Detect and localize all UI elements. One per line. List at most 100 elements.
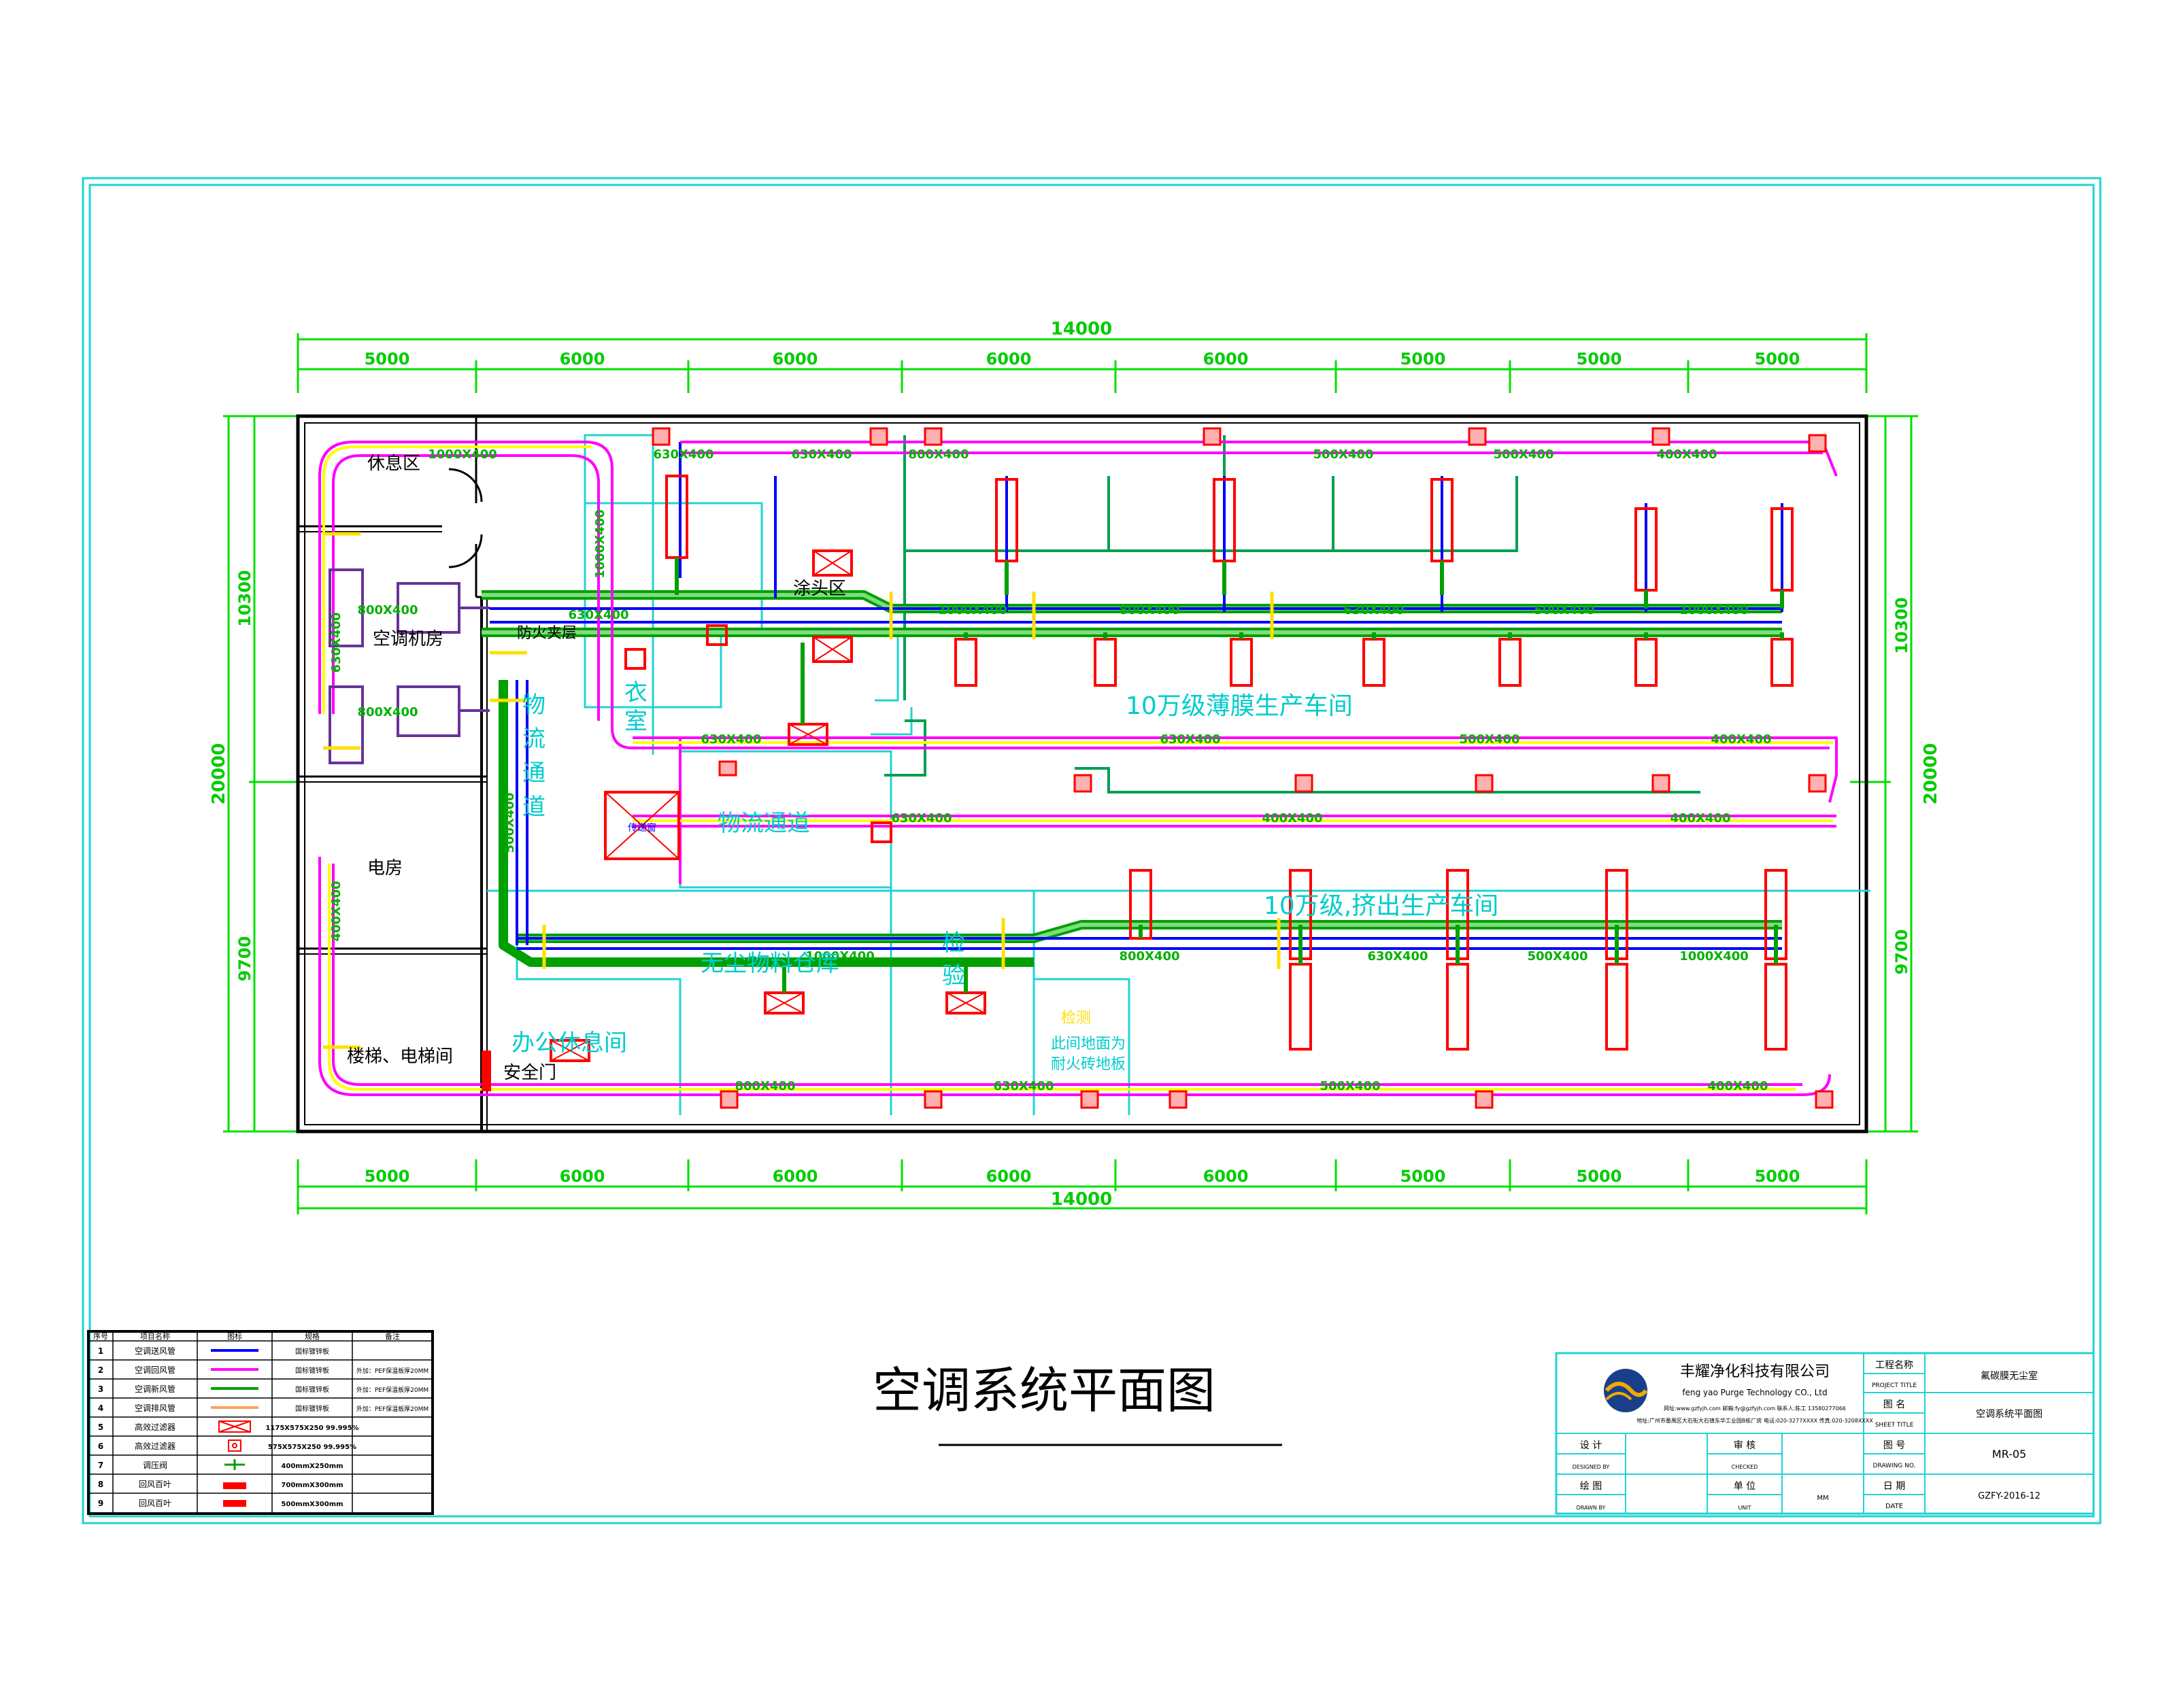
legend-no: 5 [98,1422,103,1432]
legend-no: 1 [98,1346,103,1356]
legend-spec: 国标镀锌板 [295,1404,329,1413]
drawing-title: 空调系统平面图 [873,1362,1215,1419]
review-label-en: CHECKED [1732,1464,1758,1470]
legend-no: 6 [98,1442,103,1451]
legend-spec: 700mmX300mm [281,1482,343,1489]
room-inspection-2: 验 [942,962,965,989]
company-address: 地址:广州市番禺区大石街大石镇东华工业园B栋厂房 电话:020-3277XXXX… [1636,1417,1873,1424]
legend-header-icon: 图标 [227,1331,242,1341]
duct-label: 500X400 [1313,447,1373,462]
legend-spec: 575X575X250 99.995% [268,1444,356,1451]
duct-size-labels: 1000X400 630X400 630X400 800X400 500X400… [428,447,1771,1093]
duct-label: 630X400 [329,612,343,672]
dim-bottom-3: 6000 [773,1167,818,1186]
duct-label: 800X400 [357,603,418,617]
legend-note: 外加：PEF保温板厚20MM [356,1367,429,1375]
return-louvers[interactable] [652,427,1834,1109]
room-note-2: 耐火砖地板 [1051,1056,1126,1073]
date-label: 日 期 [1883,1481,1905,1492]
dim-left-total: 20000 [209,743,229,804]
room-logistics-v4: 道 [522,794,545,821]
ahu-units[interactable] [329,568,490,764]
duct-size-labels-vertical: 1000X400 630X400 500X400 400X400 800X400… [329,509,607,941]
duct-label: 1000X400 [428,447,497,462]
unit-value: MM [1817,1495,1828,1502]
duct-label: 1000X400 [1679,949,1749,964]
date-label-en: DATE [1885,1503,1903,1510]
legend-no: 8 [98,1480,103,1489]
dim-top-5: 6000 [1203,350,1249,369]
dim-bottom-8: 5000 [1755,1167,1800,1186]
legend-name: 空调送风管 [135,1346,175,1356]
exhaust-air-ducts[interactable] [322,445,1833,1091]
duct-label: 630X400 [653,447,713,462]
drawn-label-en: DRAWN BY [1577,1505,1606,1511]
legend-no: 9 [98,1499,103,1508]
dim-right-total: 20000 [1921,743,1941,804]
room-safety-exit: 安全门 [503,1063,556,1083]
dim-top-3: 6000 [773,350,818,369]
dim-left-top: 10300 [235,570,254,627]
room-logistics-v2: 流 [522,726,545,753]
legend-icon-louver-2 [223,1500,246,1507]
sheet-inner-border [88,184,2095,1518]
room-note-1: 此间地面为 [1051,1036,1126,1053]
room-fire-corridor: 防火夹层 [517,625,577,642]
company-name-cn: 丰耀净化科技有限公司 [1680,1363,1830,1380]
legend-name: 回风百叶 [139,1499,171,1508]
legend-spec: 1175X575X250 99.995% [265,1425,358,1432]
dim-bottom-2: 6000 [560,1167,605,1186]
duct-label: 400X400 [329,881,343,941]
duct-label: 800X400 [1119,603,1179,617]
dim-bottom-4: 6000 [986,1167,1032,1186]
dim-left-bottom: 9700 [235,936,254,982]
filter-branches [675,558,1784,993]
dim-top-7: 5000 [1577,350,1622,369]
dim-bottom-5: 6000 [1203,1167,1249,1186]
duct-label: 400X400 [1707,1079,1768,1093]
duct-label: 800X400 [357,705,418,719]
top-dimensions [297,333,1868,393]
sheet-outer-border [82,177,2102,1524]
duct-label: 500X400 [1534,603,1594,617]
dim-right-top: 10300 [1892,597,1911,654]
legend-no: 7 [98,1461,103,1470]
dim-top-labels: 5000 6000 6000 6000 6000 5000 5000 5000 [365,350,1800,369]
project-label-en: PROJECT TITLE [1872,1382,1917,1389]
door-arcs [448,468,483,568]
dim-right-bottom: 9700 [1892,930,1911,975]
drawing-no-value: MR-05 [1992,1448,2026,1461]
safety-exit-door[interactable] [482,1051,491,1091]
duct-label: 630X400 [1343,603,1404,617]
legend-name: 高效过滤器 [135,1422,175,1432]
dim-bottom-1: 5000 [365,1167,410,1186]
design-label: 设 计 [1580,1440,1602,1451]
drawn-label: 绘 图 [1580,1481,1602,1492]
duct-label: 500X400 [1493,447,1553,462]
room-rest-area: 休息区 [367,454,420,474]
duct-label: 400X400 [1670,811,1730,825]
legend-name: 高效过滤器 [135,1441,175,1451]
company-logo-icon [1604,1369,1648,1412]
partitions-green [884,435,1700,794]
legend-name: 空调回风管 [135,1365,175,1375]
transfer-window[interactable] [604,791,680,860]
sheet-label: 图 名 [1883,1399,1905,1410]
legend-no: 2 [98,1365,103,1375]
room-note-label: 检测 [1061,1010,1091,1027]
legend-name: 空调新风管 [135,1384,175,1394]
legend-name: 空调排风管 [135,1403,175,1413]
room-logistics-v1: 物 [522,692,545,719]
duct-label: 630X400 [1160,732,1220,747]
company-name-en: feng yao Purge Technology CO., Ltd [1682,1388,1827,1397]
legend-table: 序号 项目名称 图标 规格 备注 1 2 3 4 5 6 7 8 9 空调送风管… [87,1330,434,1515]
room-labels: 休息区 空调机房 防火夹层 涂头区 衣 室 物 流 通 道 物流通道 10万级薄… [347,454,1498,1083]
duct-label: 400X400 [1711,732,1771,747]
duct-label: 1000X400 [805,949,875,964]
legend-header-spec: 规格 [305,1331,320,1341]
legend-spec: 国标镀锌板 [295,1347,329,1356]
room-logistics-corridor: 物流通道 [718,810,810,837]
legend-icon-filter-large [218,1420,251,1433]
room-coating: 涂头区 [793,579,846,599]
